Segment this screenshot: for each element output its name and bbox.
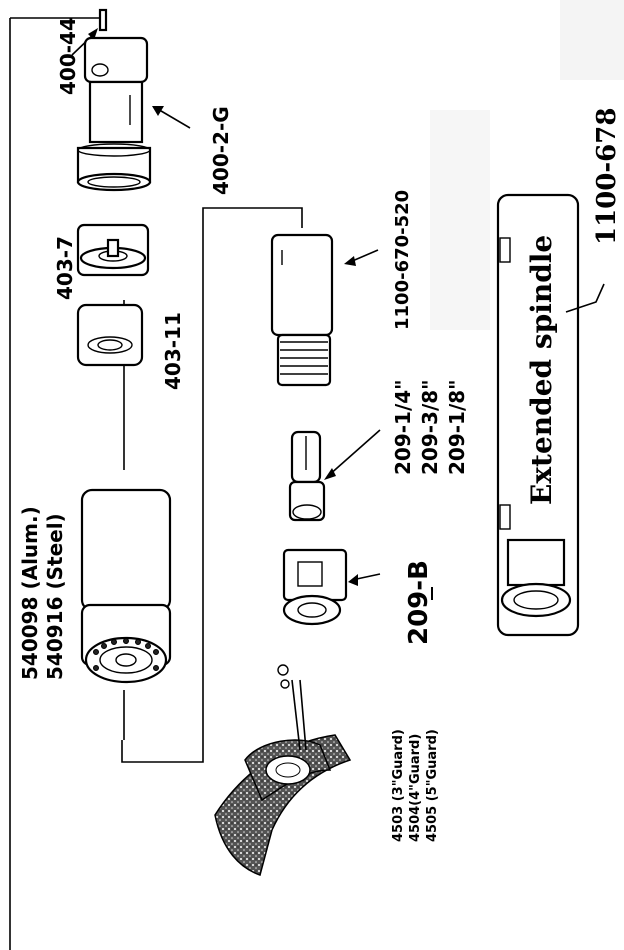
label-209-3-8: 209-3/8" <box>418 379 442 475</box>
label-extended-spindle: Extended spindle <box>525 235 558 505</box>
label-400-44: 400-44 <box>56 17 80 95</box>
label-540098: 540098 (Alum.) <box>18 506 42 680</box>
label-guard-4503: 4503 (3"Guard) <box>391 729 406 842</box>
part-209-b-nut <box>282 548 348 626</box>
part-pin <box>98 8 108 32</box>
arrow-400-2-g <box>155 107 191 129</box>
arrow-1100-670-head <box>344 256 356 266</box>
part-403-11 <box>76 303 144 367</box>
arrow-1100-678 <box>565 283 605 313</box>
arrow-209-b-head <box>348 574 358 586</box>
arrow-400-44-head <box>88 28 98 40</box>
arrow-209-head <box>324 468 336 480</box>
label-403-7: 403-7 <box>53 236 77 300</box>
shade-mid <box>430 110 490 330</box>
part-403-7 <box>76 223 150 277</box>
label-209-b: 209-B <box>404 560 434 645</box>
label-540916: 540916 (Steel) <box>43 513 67 680</box>
label-403-11: 403-11 <box>161 312 185 390</box>
arrow-400-2-g-head <box>152 106 164 116</box>
label-guard-4505: 4505 (5"Guard) <box>425 729 440 842</box>
connector-frame <box>121 207 303 763</box>
label-guard-4504: 4504(4"Guard) <box>408 734 423 842</box>
label-1100-678: 1100-678 <box>592 108 622 245</box>
label-400-2-g: 400-2-G <box>209 106 233 195</box>
part-540098-housing <box>80 488 172 684</box>
label-209-1-4: 209-1/4" <box>391 379 415 475</box>
shade-top-right <box>560 0 624 80</box>
part-1100-670-520 <box>270 233 334 387</box>
label-1100-670-520: 1100-670-520 <box>392 190 413 330</box>
part-400-44-body <box>76 36 152 192</box>
label-209-1-8: 209-1/8" <box>445 379 469 475</box>
arrow-209 <box>327 429 381 477</box>
part-209-collet <box>288 430 326 522</box>
part-guard <box>214 664 352 876</box>
part-extended-spindle <box>496 193 580 637</box>
